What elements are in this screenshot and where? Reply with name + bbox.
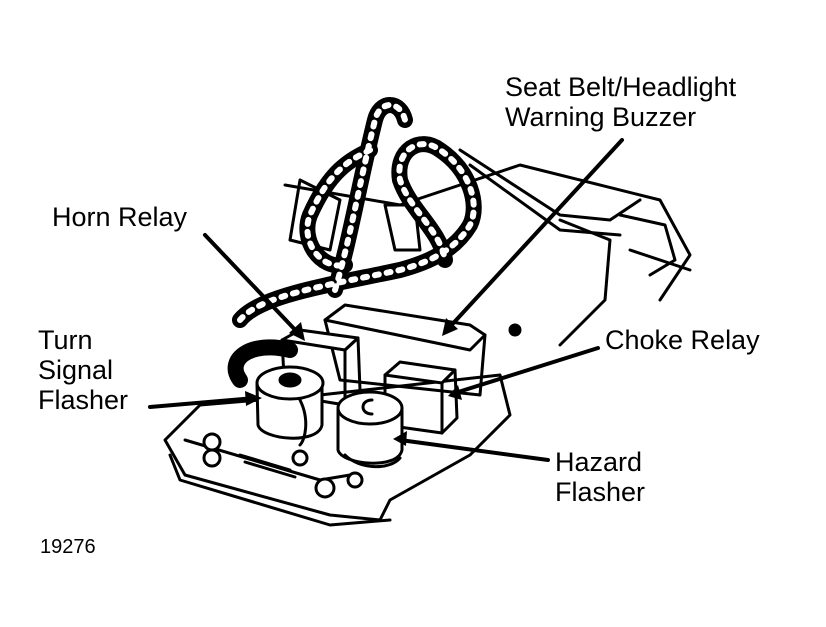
figure-number: 19276 <box>40 536 96 558</box>
seat-belt-buzzer-line-1: Seat Belt/Headlight <box>505 72 737 102</box>
hazard-flasher-leader <box>398 438 550 462</box>
hazard-flasher-line-1: Hazard <box>555 447 643 477</box>
turn-signal-line-2: Signal <box>38 355 114 385</box>
buzzer-leader <box>445 138 624 332</box>
turn-signal-line-1: Turn <box>38 325 93 355</box>
turn-signal-leader <box>148 396 257 409</box>
hazard-flasher-label: Hazard Flasher <box>555 447 645 507</box>
choke-relay-line-1: Choke Relay <box>605 325 760 355</box>
hazard-flasher-line-2: Flasher <box>555 477 646 507</box>
leader-arrowheads <box>245 318 462 446</box>
horn-relay-line-1: Horn Relay <box>52 202 188 232</box>
seat-belt-buzzer-label: Seat Belt/Headlight Warning Buzzer <box>505 72 736 132</box>
choke-relay-leader <box>453 346 600 395</box>
horn-relay-label: Horn Relay <box>52 202 187 232</box>
turn-signal-line-3: Flasher <box>38 385 129 415</box>
horn-relay-leader <box>203 233 302 337</box>
leader-lines <box>148 138 624 462</box>
seat-belt-buzzer-line-2: Warning Buzzer <box>505 102 697 132</box>
turn-signal-flasher-label: Turn Signal Flasher <box>38 325 128 415</box>
turn-signal-flasher-component <box>255 365 325 447</box>
choke-relay-label: Choke Relay <box>605 325 760 355</box>
hazard-flasher-component <box>336 390 404 469</box>
warning-buzzer-module <box>323 303 522 397</box>
